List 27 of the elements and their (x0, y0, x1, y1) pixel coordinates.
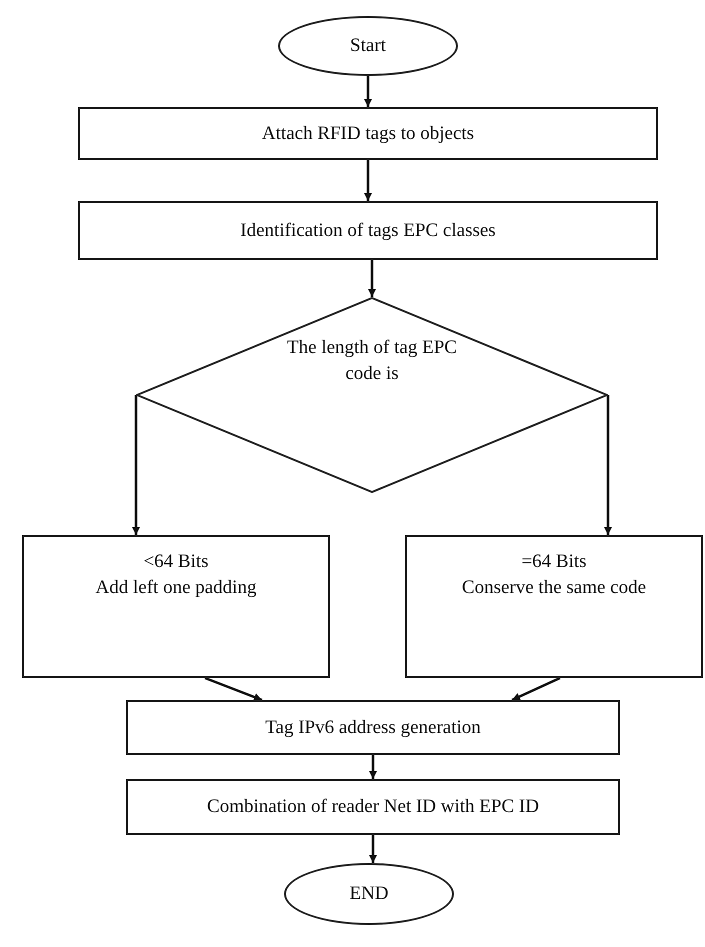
arrow (368, 260, 376, 297)
process-box (126, 700, 620, 755)
process-box (78, 201, 658, 260)
process-box (78, 107, 658, 160)
node-label: Conserve the same code (462, 576, 646, 600)
node-label: Add left one padding (96, 576, 256, 600)
arrow (364, 160, 372, 201)
node-label: Tag IPv6 address generation (265, 716, 481, 740)
node-label: Combination of reader Net ID with EPC ID (207, 795, 539, 820)
node-label: Start (350, 34, 386, 58)
node-label: The length of tag EPC code is (286, 336, 458, 386)
decision-diamond (136, 297, 608, 493)
process-box (405, 535, 703, 678)
node-label: END (349, 882, 389, 906)
arrow (511, 676, 561, 702)
arrow (132, 395, 140, 535)
arrow (204, 676, 262, 702)
node-label: <64 Bits (143, 550, 209, 574)
node-label: Attach RFID tags to objects (262, 122, 474, 146)
node-label: =64 Bits (521, 550, 587, 574)
process-box (22, 535, 330, 678)
arrow (369, 835, 377, 863)
arrow (604, 395, 612, 535)
arrow (369, 755, 377, 779)
arrow (364, 76, 372, 107)
node-label: Identification of tags EPC classes (240, 218, 496, 243)
process-box (126, 779, 620, 835)
